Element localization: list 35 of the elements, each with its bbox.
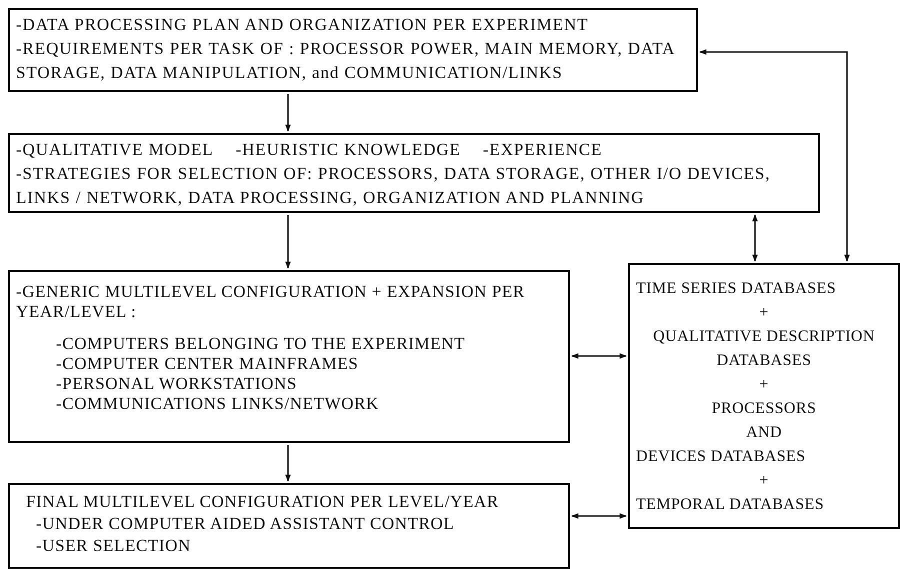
box-text: + xyxy=(758,303,770,323)
box-text: + xyxy=(758,471,770,491)
box-text: PROCESSORS xyxy=(710,399,818,419)
process-box xyxy=(8,270,570,443)
box-text: TIME SERIES DATABASES xyxy=(636,279,838,299)
box-text: FINAL MULTILEVEL CONFIGURATION PER LEVEL/YEAR xyxy=(26,491,500,513)
box-text: -EXPERIENCE xyxy=(482,139,602,161)
box-text: -DATA PROCESSING PLAN AND ORGANIZATION PER EXPERIMENT xyxy=(16,14,590,36)
box-text: -COMPUTERS BELONGING TO THE EXPERIMENT xyxy=(55,334,466,354)
process-box xyxy=(8,8,698,92)
box-text: -REQUIREMENTS PER TASK OF : PROCESSOR POWER, MAIN MEMORY, DATA STORAGE, DATA MANIPULATION, and COMMUNICATION/LINKS xyxy=(16,38,676,84)
box-text: -UNDER COMPUTER AIDED ASSISTANT CONTROL xyxy=(35,513,456,535)
box-text: -HEURISTIC KNOWLEDGE xyxy=(236,139,461,161)
box-text: -QUALITATIVE MODEL xyxy=(16,139,214,161)
box-text: QUALITATIVE DESCRIPTION DATABASES xyxy=(652,327,876,371)
box-text: -GENERIC MULTILEVEL CONFIGURATION + EXPANSION PER YEAR/LEVEL : xyxy=(16,282,526,322)
box-text: AND xyxy=(745,423,783,443)
arrow xyxy=(571,513,627,519)
box-text: -COMPUTER CENTER MAINFRAMES xyxy=(55,354,360,374)
arrow xyxy=(752,214,758,262)
box-text: -COMMUNICATIONS LINKS/NETWORK xyxy=(55,394,380,414)
box-text: TEMPORAL DATABASES xyxy=(636,495,826,515)
process-box xyxy=(8,483,570,569)
arrow xyxy=(285,215,291,269)
arrow xyxy=(285,94,291,132)
box-text: -STRATEGIES FOR SELECTION OF: PROCESSORS, DATA STORAGE, OTHER I/O DEVICES, LINKS / NETWORK, DATA PROCESSING, ORGANIZATION AND PLANNING xyxy=(16,163,772,209)
box-text: + xyxy=(758,375,770,395)
arrow xyxy=(285,445,291,482)
box-text: DEVICES DATABASES xyxy=(636,447,807,467)
process-box xyxy=(628,263,900,529)
arrow xyxy=(571,353,627,359)
arrow xyxy=(699,49,850,262)
box-text: -USER SELECTION xyxy=(35,535,192,557)
box-text: -PERSONAL WORKSTATIONS xyxy=(55,374,298,394)
process-box xyxy=(8,133,820,213)
